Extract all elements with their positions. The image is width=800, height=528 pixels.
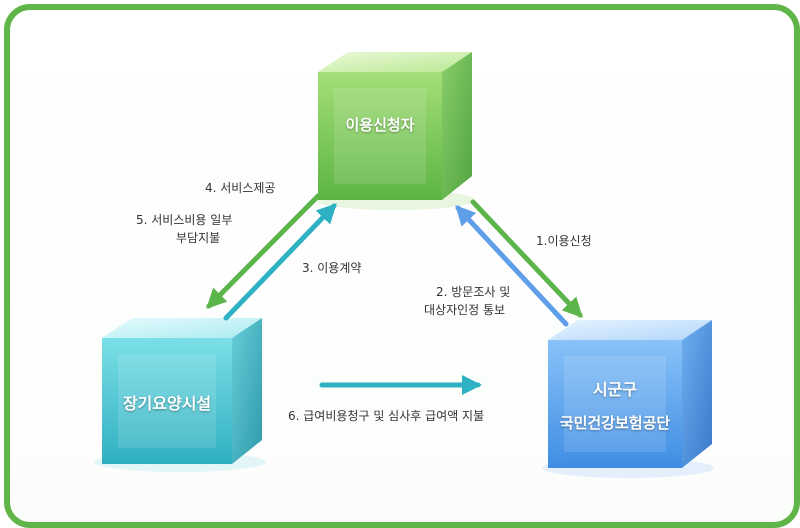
contract-arrow: [223, 203, 337, 321]
application-label: 1.이용신청: [536, 234, 592, 248]
contract-label: 3. 이용계약: [302, 261, 362, 275]
authority-label-line2: 국민건강보험공단: [559, 414, 671, 432]
facility-cube: [94, 318, 266, 472]
applicant-label: 이용신청자: [345, 116, 415, 134]
billing-label: 6. 급여비용청구 및 심사후 급여액 지불: [288, 409, 485, 423]
survey-notice-label-line1: 2. 방문조사 및: [436, 285, 511, 299]
application-arrow: [470, 199, 583, 318]
survey-notice-arrow: [455, 205, 569, 327]
authority-cube: [542, 320, 714, 478]
facility-label: 장기요양시설: [122, 394, 212, 413]
authority-label-line1: 시군구: [592, 380, 638, 399]
survey-notice-label-line2: 대상자인정 통보: [424, 303, 506, 317]
service-provision-arrow: [206, 193, 321, 309]
partial-payment-label-line2: 부담지불: [176, 231, 221, 245]
partial-payment-label-line1: 5. 서비스비용 일부: [136, 213, 233, 227]
service-provision-label: 4. 서비스제공: [205, 181, 276, 195]
applicant-cube: [315, 52, 475, 210]
